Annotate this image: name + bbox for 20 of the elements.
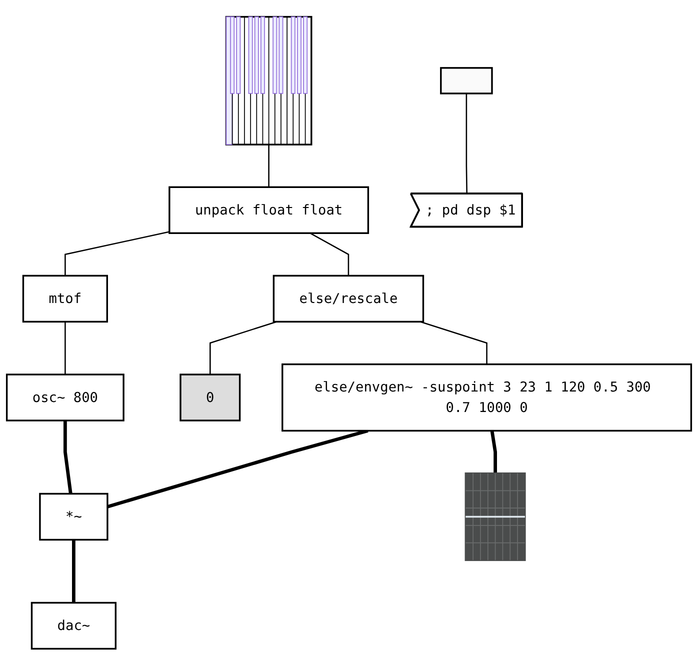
connector — [466, 94, 468, 194]
node-box: 0 — [180, 374, 241, 422]
node-box: else/envgen~ -suspoint 3 23 1 120 0.5 300 0.7 1000 0 — [282, 364, 692, 432]
node-box: mtof — [22, 275, 108, 323]
connector — [64, 322, 66, 375]
connector — [210, 321, 277, 375]
node-box: unpack float float — [168, 186, 370, 234]
connector — [310, 232, 350, 276]
connector — [420, 321, 488, 364]
connector — [490, 430, 497, 474]
node-box: *~ — [39, 493, 108, 541]
node-box: osc~ 800 — [6, 374, 124, 422]
connector — [268, 144, 270, 188]
node-box: else/rescale — [272, 275, 424, 323]
node-box: dac~ — [30, 602, 117, 650]
connector — [63, 420, 72, 494]
connector — [106, 429, 368, 509]
connector — [72, 540, 76, 603]
node-box — [440, 67, 493, 95]
connector — [64, 231, 170, 276]
